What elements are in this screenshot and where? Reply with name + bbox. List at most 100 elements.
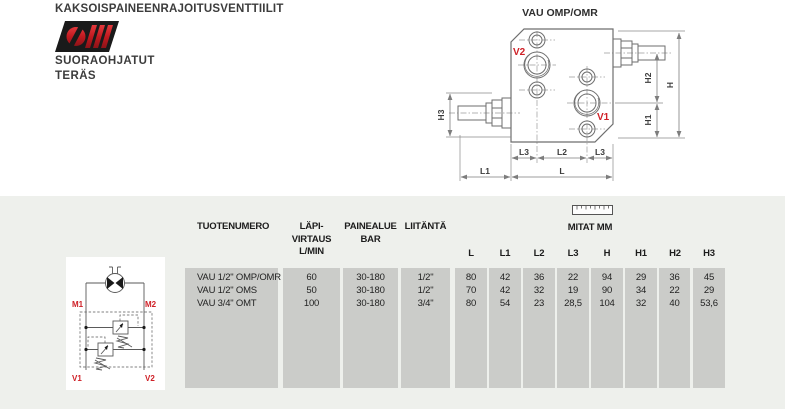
subtitle-line2: TERÄS <box>55 70 96 82</box>
spring-lower <box>93 357 108 371</box>
table-cell: 40 <box>669 298 680 309</box>
table-cell: 90 <box>601 285 613 296</box>
spring-upper <box>115 335 130 349</box>
table-column-dim-l3: 22 19 28,5 <box>557 268 589 388</box>
port-circles <box>523 31 601 138</box>
table-cell: 42 <box>499 272 511 283</box>
drawing-port-v1-label: V1 <box>597 112 610 123</box>
col-header-dim-h2: H2 <box>669 248 681 259</box>
table-cell: 22 <box>669 285 680 296</box>
table-column-port: 1/2" 1/2" 3/4" <box>401 268 450 388</box>
schematic-m1-label: M1 <box>72 300 84 309</box>
page-title: KAKSOISPAINEENRAJOITUSVENTTIILIT <box>55 3 284 15</box>
dim-label-h2: H2 <box>643 72 653 83</box>
table-cell: VAU 1/2" OMP/OMR <box>197 272 281 283</box>
table-cell: 32 <box>635 298 647 309</box>
dim-label-h: H <box>665 82 675 88</box>
table-column-pressure: 30-180 30-180 30-180 <box>343 268 398 388</box>
table-cell: 30-180 <box>356 298 385 309</box>
col-header-port: LIITÄNTÄ <box>404 221 447 232</box>
table-column-flow: 60 50 100 <box>283 268 340 388</box>
table-cell: 42 <box>499 285 511 296</box>
subtitle-line1: SUORAOHJATUT <box>55 55 155 67</box>
schematic-v1-label: V1 <box>72 374 82 383</box>
table-cell: 80 <box>465 298 477 309</box>
relief-valve-upper <box>112 320 129 335</box>
table-cell: 1/2" <box>417 272 434 283</box>
col-header-dim-l3: L3 <box>567 248 579 259</box>
table-cell: 36 <box>669 272 680 283</box>
col-header-dim-h: H <box>603 248 611 259</box>
junction-dots <box>84 277 146 352</box>
dim-label-l1: L1 <box>480 166 490 176</box>
table-column-dim-h: 94 90 104 <box>591 268 623 388</box>
table-column-dim-l1: 42 42 54 <box>489 268 521 388</box>
schematic-v2-label: V2 <box>145 374 155 383</box>
extension-lines <box>446 30 685 181</box>
table-column-product: VAU 1/2" OMP/OMR VAU 1/2" OMS VAU 3/4" O… <box>185 268 281 388</box>
ruler-icon <box>572 205 613 215</box>
motor-triangle-left <box>107 277 115 289</box>
right-adjuster-stem <box>612 38 666 68</box>
table-cell: 30-180 <box>356 272 385 283</box>
dim-label-h3: H3 <box>436 109 446 120</box>
table-cell: VAU 3/4" OMT <box>197 298 257 309</box>
motor-triangle-right <box>115 277 123 289</box>
table-cell: 70 <box>465 285 477 296</box>
table-cell: 94 <box>601 272 613 283</box>
table-cell: 32 <box>533 285 545 296</box>
table-cell: 100 <box>303 298 320 309</box>
col-header-dim-h3: H3 <box>703 248 715 259</box>
table-cell: 3/4" <box>417 298 434 309</box>
dim-label-l3a: L3 <box>519 147 529 157</box>
col-header-dims-title: MITAT MM <box>567 222 613 233</box>
col-header-dim-l: L <box>468 248 474 259</box>
table-cell: 30-180 <box>356 285 385 296</box>
table-cell: 36 <box>533 272 545 283</box>
dim-label-l: L <box>559 166 564 176</box>
table-column-dim-l2: 36 32 23 <box>523 268 555 388</box>
col-header-pressure: PAINEALUE BAR <box>344 221 397 245</box>
table-cell: 80 <box>465 272 477 283</box>
dim-label-l3b: L3 <box>595 147 605 157</box>
table-column-dim-h2: 36 22 40 <box>659 268 690 388</box>
table-cell: 45 <box>703 272 715 283</box>
col-header-dim-h1: H1 <box>635 248 647 259</box>
table-cell: 50 <box>306 285 317 296</box>
dim-label-h1: H1 <box>643 114 653 125</box>
table-cell: 23 <box>533 298 545 309</box>
col-header-dim-l1: L1 <box>499 248 511 259</box>
col-header-dim-l2: L2 <box>533 248 545 259</box>
table-cell: 53,6 <box>700 298 718 309</box>
hydraulic-schematic: M1 M2 V1 V2 <box>66 257 165 390</box>
table-cell: 104 <box>599 298 615 309</box>
table-cell: 22 <box>567 272 579 283</box>
drawing-port-v2-label: V2 <box>513 47 526 58</box>
brand-logo <box>55 21 119 52</box>
dimension-lines <box>447 32 682 180</box>
schematic-m2-label: M2 <box>145 300 157 309</box>
valve-body-outline <box>510 28 614 143</box>
table-cell: 1/2" <box>417 285 434 296</box>
table-cell: VAU 1/2" OMS <box>197 285 257 296</box>
table-cell: 19 <box>567 285 579 296</box>
table-column-dim-h1: 29 34 32 <box>625 268 657 388</box>
drawing-title: VAU OMP/OMR <box>522 7 598 19</box>
relief-valve-lower <box>97 342 114 357</box>
table-column-dim-h3: 45 29 53,6 <box>693 268 725 388</box>
table-cell: 60 <box>306 272 317 283</box>
valve-technical-drawing: H3 L3 L2 L3 L1 L H H2 H1 V2 V1 <box>436 28 685 181</box>
table-cell: 54 <box>499 298 511 309</box>
col-header-flow: LÄPI- VIRTAUS L/MIN <box>291 221 332 257</box>
table-cell: 34 <box>635 285 647 296</box>
table-cell: 29 <box>703 285 715 296</box>
logo-parallelogram <box>55 21 119 52</box>
col-header-product: TUOTENUMERO <box>197 221 270 232</box>
table-cell: 29 <box>635 272 647 283</box>
schematic-pilot-lines <box>79 311 153 368</box>
schematic-background <box>66 257 165 390</box>
table-column-dim-l: 80 70 80 <box>455 268 487 388</box>
dim-label-l2: L2 <box>557 147 567 157</box>
table-cell: 28,5 <box>564 298 582 309</box>
